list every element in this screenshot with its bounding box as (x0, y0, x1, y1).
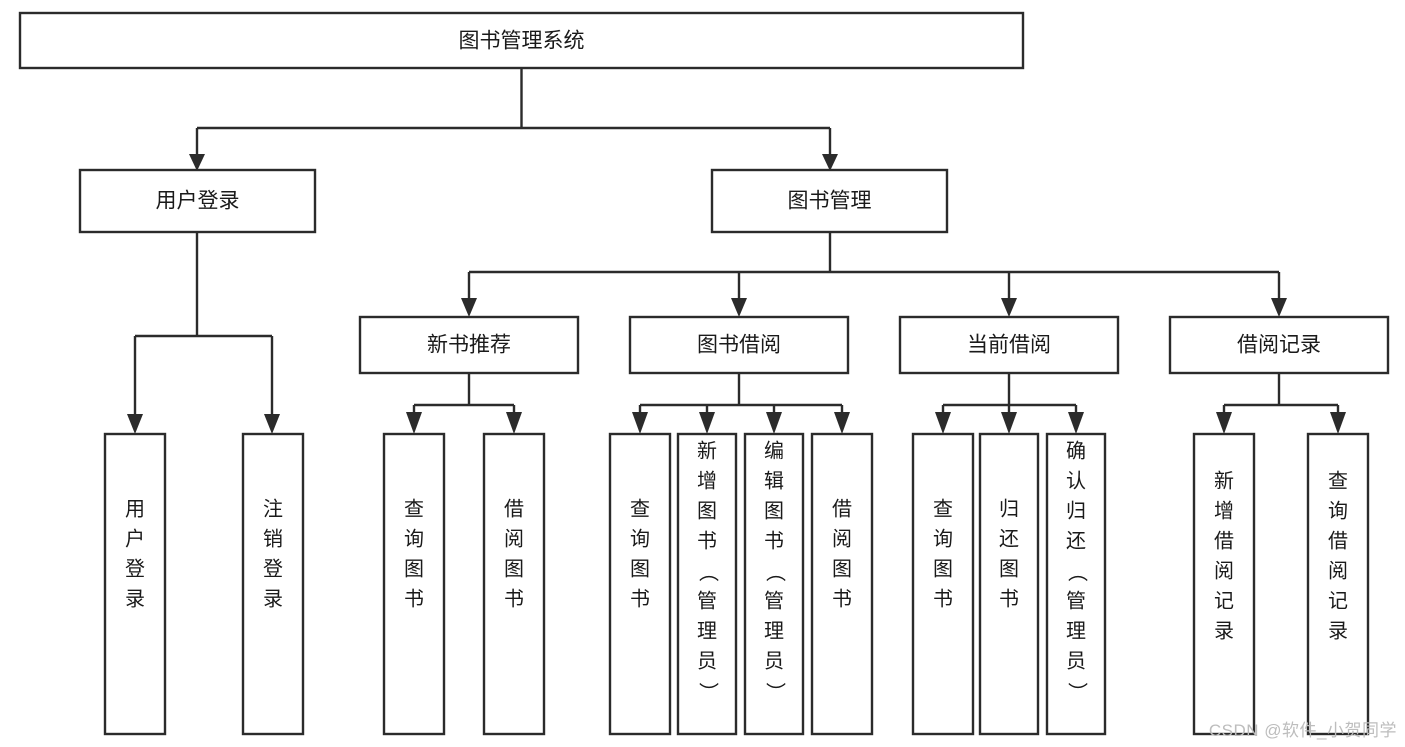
arrow-book-manage (822, 154, 838, 171)
arrow-new-book (461, 298, 477, 317)
connectors (127, 68, 1346, 434)
leaf-node[interactable]: 查询图书 (608, 432, 672, 736)
leaf-box-borrow-book-1[interactable] (482, 432, 546, 736)
svg-text:）: ） (697, 682, 720, 702)
node-current-borrow[interactable]: 当前借阅 (898, 315, 1120, 375)
svg-text:）: ） (764, 682, 787, 702)
arrow-leaf-10 (1001, 412, 1017, 434)
arrow-leaf-13 (1330, 412, 1346, 434)
node-current-borrow-box[interactable] (898, 315, 1120, 375)
leaf-box-query-record[interactable] (1306, 432, 1370, 736)
arrow-leaf-6 (699, 412, 715, 434)
arrow-borrow-record (1271, 298, 1287, 317)
node-root[interactable]: 图书管理系统 (18, 11, 1025, 70)
leaf-label-edit-book: 编辑图书管理员 (764, 439, 784, 672)
node-book-manage[interactable]: 图书管理 (710, 168, 949, 234)
node-root-label: 图书管理系统 (459, 30, 585, 53)
leaf-node[interactable]: 借阅图书 (810, 432, 874, 736)
leaf-label-query-book-3: 查询图书 (933, 497, 953, 610)
svg-text:（: （ (1066, 562, 1089, 582)
arrow-leaf-2 (264, 414, 280, 434)
node-current-borrow-label: 当前借阅 (967, 334, 1051, 357)
leaf-node[interactable]: 新增图书管理员 （ ） (676, 432, 738, 736)
leaf-box-return-book[interactable] (978, 432, 1040, 736)
leaf-box-borrow-book-2[interactable] (810, 432, 874, 736)
node-borrow-record-label: 借阅记录 (1237, 334, 1321, 357)
node-book-manage-label: 图书管理 (788, 190, 872, 213)
leaf-box-add-record[interactable] (1192, 432, 1256, 736)
arrow-leaf-8 (834, 412, 850, 434)
leaf-nodes: 用户登录 注销登录 查询图书 借阅图书 查询图书 新增图书 (103, 432, 1370, 736)
leaf-box-query-book-2[interactable] (608, 432, 672, 736)
leaf-label-confirm-return: 确认归还管理员 (1066, 439, 1086, 672)
arrow-leaf-5 (632, 412, 648, 434)
node-book-borrow-box[interactable] (628, 315, 850, 375)
arrow-leaf-11 (1068, 412, 1084, 434)
svg-text:）: ） (1066, 682, 1089, 702)
arrow-leaf-7 (766, 412, 782, 434)
leaf-label-borrow-book-1: 借阅图书 (504, 497, 524, 610)
arrow-leaf-12 (1216, 412, 1232, 434)
leaf-label-query-book-1: 查询图书 (404, 497, 424, 610)
leaf-label-return-book: 归还图书 (999, 497, 1019, 610)
leaf-node[interactable]: 确认归还管理员 （ ） (1045, 432, 1107, 736)
leaf-node[interactable]: 新增借阅记录 (1192, 432, 1256, 736)
node-book-manage-box[interactable] (710, 168, 949, 234)
leaf-label-logout: 注销登录 (263, 497, 283, 610)
leaf-node[interactable]: 查询图书 (382, 432, 446, 736)
node-user-login-label: 用户登录 (156, 190, 240, 213)
leaf-label-query-record: 查询借阅记录 (1328, 469, 1348, 642)
node-book-borrow[interactable]: 图书借阅 (628, 315, 850, 375)
node-new-book-recommend[interactable]: 新书推荐 (358, 315, 580, 375)
arrow-book-borrow (731, 298, 747, 317)
leaf-label-add-record: 新增借阅记录 (1214, 469, 1234, 642)
svg-text:（: （ (764, 562, 787, 582)
leaf-node[interactable]: 查询图书 (911, 432, 975, 736)
arrow-leaf-1 (127, 414, 143, 434)
arrow-leaf-9 (935, 412, 951, 434)
leaf-label-borrow-book-2: 借阅图书 (832, 497, 852, 610)
leaf-node[interactable]: 编辑图书管理员 （ ） (743, 432, 805, 736)
node-new-book-recommend-box[interactable] (358, 315, 580, 375)
arrow-leaf-3 (406, 412, 422, 434)
node-new-book-recommend-label: 新书推荐 (427, 334, 511, 357)
arrow-current-borrow (1001, 298, 1017, 317)
leaf-node[interactable]: 用户登录 (103, 432, 167, 736)
leaf-box-confirm-return[interactable] (1045, 432, 1107, 736)
leaf-label-query-book-2: 查询图书 (630, 497, 650, 610)
leaf-box-logout[interactable] (241, 432, 305, 736)
node-book-borrow-label: 图书借阅 (697, 334, 781, 357)
arrow-user-login (189, 154, 205, 171)
leaf-box-query-book-1[interactable] (382, 432, 446, 736)
leaf-box-edit-book[interactable] (743, 432, 805, 736)
node-root-box[interactable] (18, 11, 1025, 70)
leaf-node[interactable]: 注销登录 (241, 432, 305, 736)
leaf-label-add-book: 新增图书管理员 (697, 439, 717, 672)
leaf-box-user-login[interactable] (103, 432, 167, 736)
node-user-login-box[interactable] (78, 168, 317, 234)
leaf-node[interactable]: 归还图书 (978, 432, 1040, 736)
leaf-box-add-book[interactable] (676, 432, 738, 736)
leaf-node[interactable]: 借阅图书 (482, 432, 546, 736)
svg-text:（: （ (697, 562, 720, 582)
arrow-leaf-4 (506, 412, 522, 434)
node-borrow-record-box[interactable] (1168, 315, 1390, 375)
leaf-node[interactable]: 查询借阅记录 (1306, 432, 1370, 736)
leaf-box-query-book-3[interactable] (911, 432, 975, 736)
node-user-login[interactable]: 用户登录 (78, 168, 317, 234)
leaf-label-user-login: 用户登录 (125, 498, 145, 610)
node-borrow-record[interactable]: 借阅记录 (1168, 315, 1390, 375)
